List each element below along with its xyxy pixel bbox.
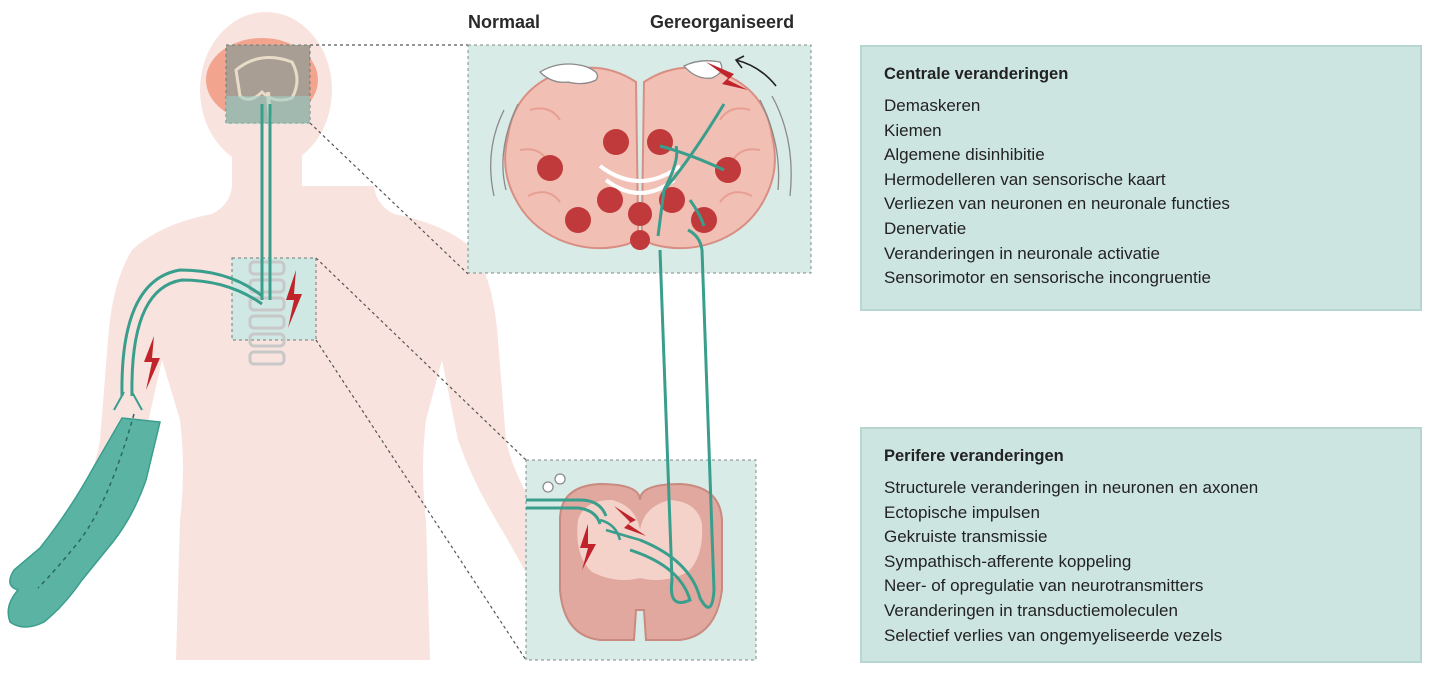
list-item: Demaskeren	[884, 96, 981, 115]
homunculus-right-edge	[759, 95, 792, 197]
dorsal-root-nerve	[526, 498, 608, 525]
homunculus-left	[538, 63, 599, 85]
list-item: Kiemen	[884, 120, 942, 140]
list-item: Verliezen van neuronen en neuronale func…	[884, 194, 1230, 214]
spinal-tract-upper	[260, 104, 272, 300]
cortex-gyri	[519, 107, 761, 203]
list-item: Denervatie	[884, 218, 967, 238]
cord-pain-bolt-right	[614, 506, 646, 536]
label-reorganized: Gereorganiseerd	[650, 12, 794, 32]
arm-nerve-fork	[113, 391, 143, 411]
arm-nerve	[120, 268, 263, 397]
reorganized-tracts	[656, 103, 726, 237]
list-item: Structurele veranderingen in neuronen en…	[884, 478, 1259, 497]
affected-arm	[7, 417, 161, 628]
peripheral-changes-title: Perifere veranderingen	[884, 447, 1064, 465]
list-item: Selectief verlies van ongemyeliseerde ve…	[884, 625, 1223, 645]
list-item: Ectopische impulsen	[884, 502, 1040, 522]
brain-pain-bolt	[706, 62, 748, 90]
spine-pain-bolt	[286, 270, 302, 328]
list-item: Neer- of opregulatie van neurotransmitte…	[884, 576, 1204, 596]
peripheral-changes-list: Structurele veranderingen in neuronen en…	[884, 476, 1398, 648]
torso-shape	[22, 186, 578, 660]
central-changes-box: Centrale veranderingen Demaskeren Kiemen…	[860, 45, 1422, 311]
ascending-tract-outer	[639, 228, 716, 609]
list-item: Gekruiste transmissie	[884, 527, 1048, 547]
spinal-cord-panel	[525, 459, 757, 661]
spinal-synapse	[599, 518, 641, 542]
label-normal: Normaal	[468, 12, 540, 32]
neck-nerve-window	[226, 96, 310, 124]
list-item: Sensorimotor en sensorische incongruenti…	[884, 268, 1211, 288]
arm-nerve-second	[130, 278, 263, 397]
homunculus-left-edge	[490, 103, 519, 197]
list-item: Hermodelleren van sensorische kaart	[884, 169, 1166, 189]
brain-cross-section-panel: Normaal Gereorganiseerd	[467, 12, 812, 274]
central-changes-title: Centrale veranderingen	[884, 65, 1069, 83]
neck-shape	[232, 150, 302, 200]
central-changes-list: Demaskeren Kiemen Algemene disinhibitie …	[884, 94, 1398, 291]
list-item: Veranderingen in neuronale activatie	[884, 243, 1160, 263]
arm-pain-bolt	[144, 336, 160, 390]
ascending-tract-inner	[629, 249, 692, 604]
peripheral-changes-box: Perifere veranderingen Structurele veran…	[860, 427, 1422, 663]
brain-nuclei	[537, 129, 741, 250]
cord-pain-bolt-left	[580, 524, 596, 570]
tract-arrow	[734, 55, 777, 87]
arm-nerve-dashed	[37, 413, 135, 589]
list-item: Veranderingen in transductiemoleculen	[884, 600, 1178, 620]
list-item: Algemene disinhibitie	[884, 145, 1045, 165]
human-body-silhouette	[7, 12, 578, 660]
dorsal-root-ganglion	[542, 473, 566, 493]
zoom-connectors	[309, 44, 527, 661]
list-item: Sympathisch-afferente koppeling	[884, 551, 1132, 571]
